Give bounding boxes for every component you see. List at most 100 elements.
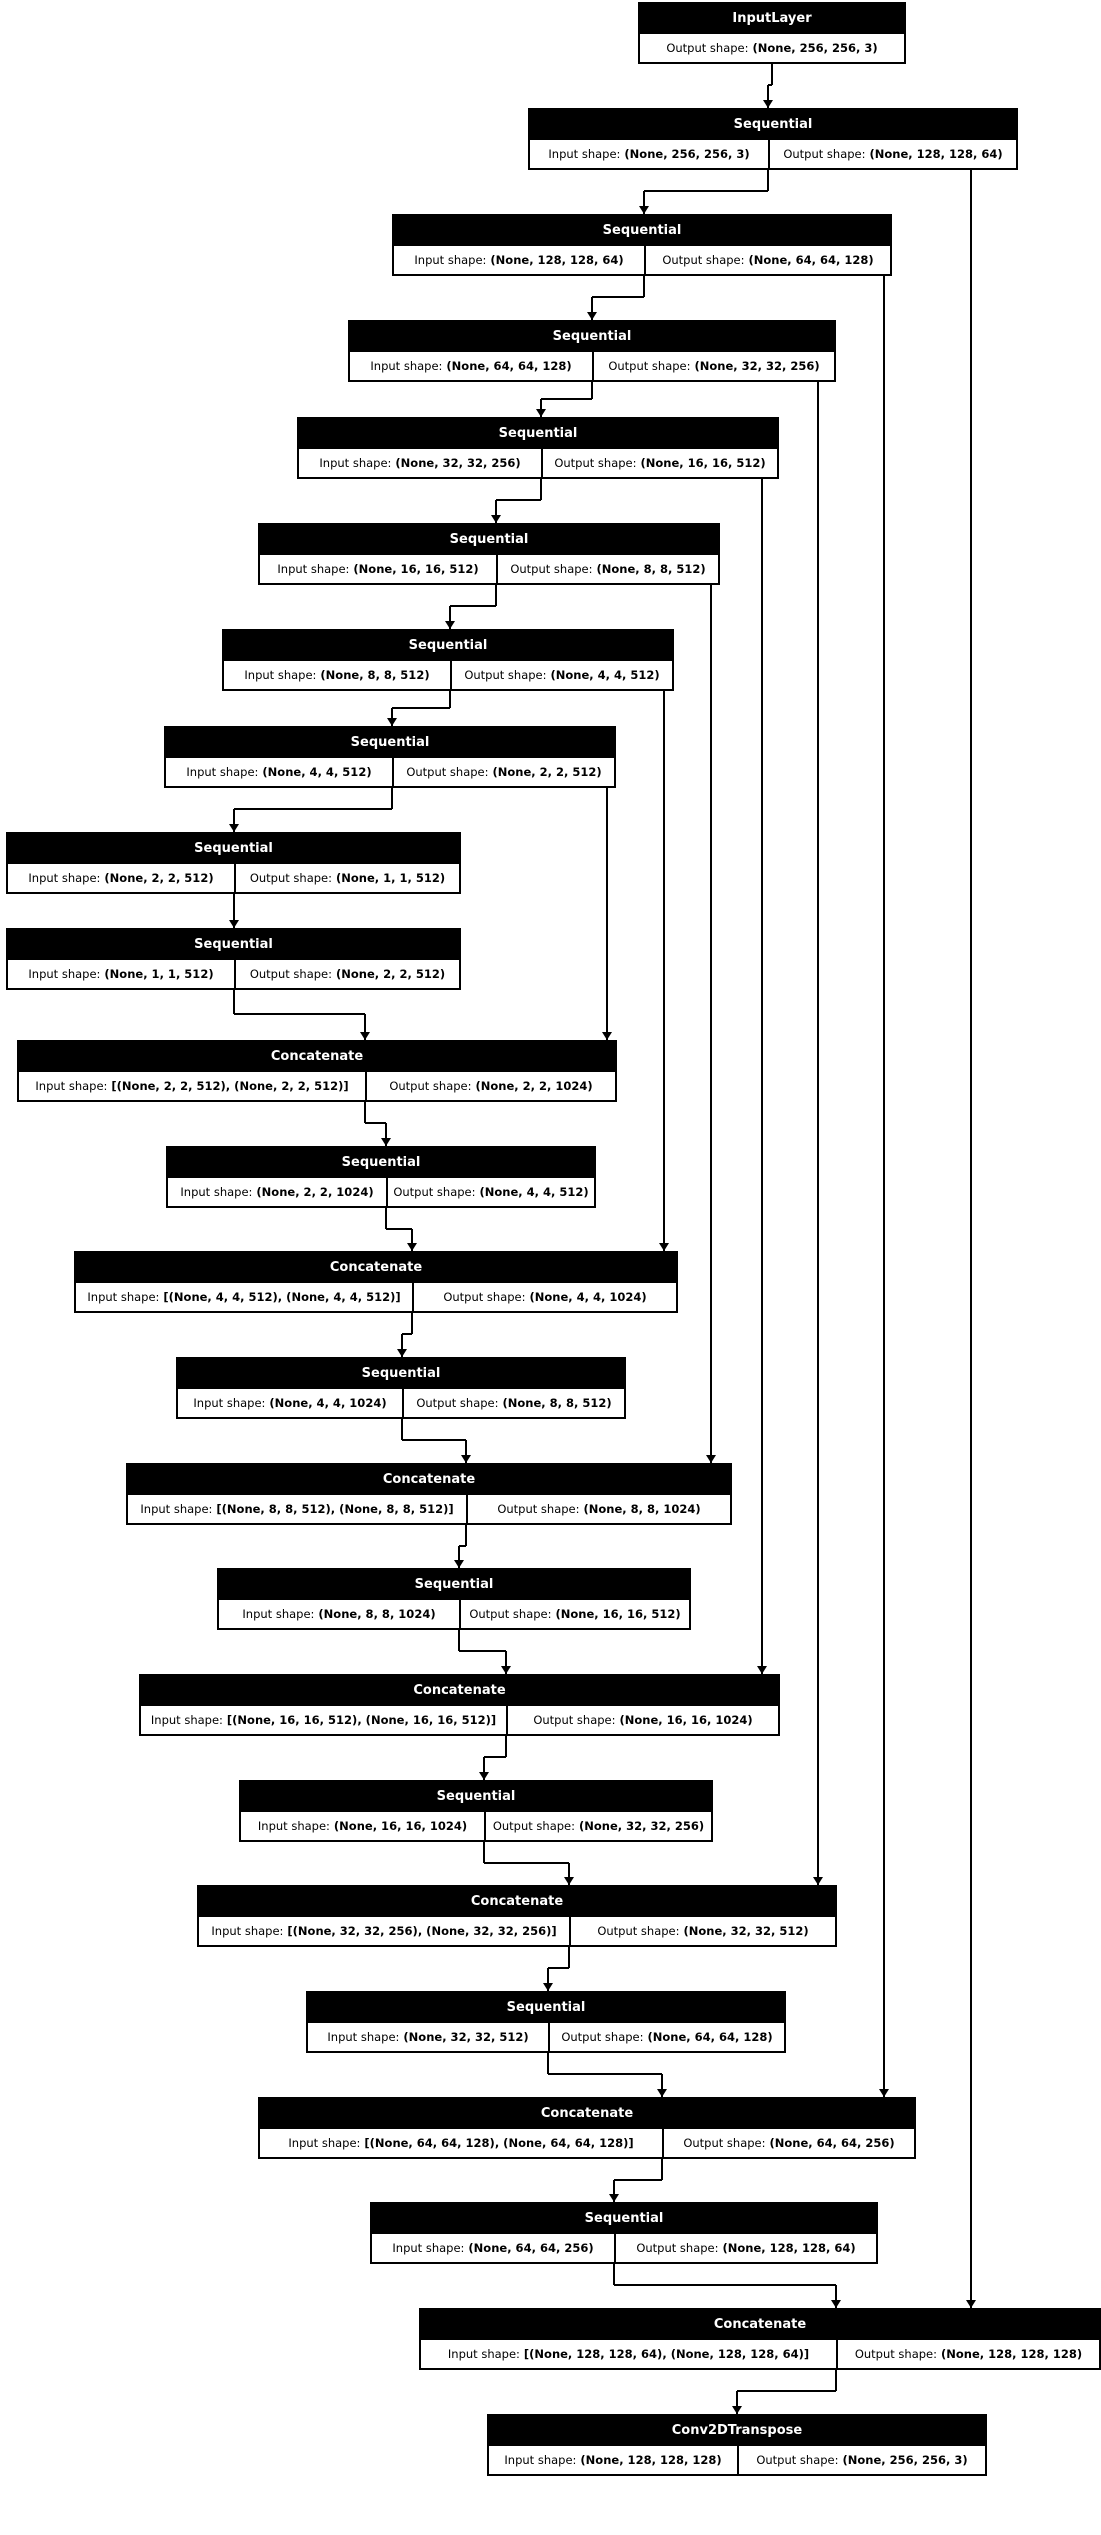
output-shape-cell: Output shape:(None, 64, 64, 256) — [664, 2129, 914, 2157]
input-shape-cell: Input shape:[(None, 32, 32, 256), (None,… — [199, 1917, 571, 1945]
output-shape-value: (None, 64, 64, 256) — [769, 2136, 895, 2150]
arrow-head-icon — [387, 718, 397, 726]
input-shape-value: [(None, 2, 2, 512), (None, 2, 2, 512)] — [111, 1079, 349, 1093]
arrow-head-icon — [229, 824, 239, 832]
output-shape-value: (None, 128, 128, 128) — [941, 2347, 1083, 2361]
arrow-head-icon — [564, 1877, 574, 1885]
output-shape-value: (None, 32, 32, 256) — [579, 1819, 705, 1833]
output-shape-cell: Output shape:(None, 128, 128, 64) — [770, 140, 1016, 168]
layer-node-title: Concatenate — [141, 1676, 778, 1706]
connector-line — [402, 1333, 412, 1335]
layer-node-title: Concatenate — [19, 1042, 615, 1072]
output-shape-cell: Output shape:(None, 64, 64, 128) — [646, 246, 890, 274]
output-shape-cell: Output shape:(None, 16, 16, 512) — [543, 449, 777, 477]
arrow-head-icon — [587, 312, 597, 320]
output-shape-cell: Output shape:(None, 32, 32, 256) — [486, 1812, 711, 1840]
layer-node-title: Sequential — [219, 1570, 689, 1600]
output-shape-label: Output shape: — [561, 2030, 644, 2044]
connector-line — [465, 1440, 467, 1463]
connector-line — [450, 605, 496, 607]
input-shape-label: Input shape: — [28, 967, 101, 981]
output-shape-value: (None, 16, 16, 1024) — [619, 1713, 753, 1727]
input-shape-cell: Input shape:(None, 32, 32, 512) — [308, 2023, 550, 2051]
output-shape-value: (None, 64, 64, 128) — [647, 2030, 773, 2044]
input-shape-value: (None, 32, 32, 512) — [403, 2030, 529, 2044]
connector-line — [385, 1123, 387, 1146]
input-shape-value: [(None, 128, 128, 64), (None, 128, 128, … — [523, 2347, 810, 2361]
connector-line — [568, 1945, 570, 1968]
input-shape-cell: Input shape:(None, 4, 4, 1024) — [178, 1389, 404, 1417]
connector-line — [883, 274, 885, 2097]
output-shape-label: Output shape: — [554, 456, 637, 470]
output-shape-cell: Output shape:(None, 4, 4, 1024) — [414, 1283, 676, 1311]
output-shape-cell: Output shape:(None, 32, 32, 256) — [594, 352, 834, 380]
output-shape-label: Output shape: — [393, 1185, 476, 1199]
connector-line — [737, 2390, 836, 2392]
layer-node-shapes: Input shape:(None, 1, 1, 512)Output shap… — [8, 960, 459, 988]
output-shape-label: Output shape: — [636, 2241, 719, 2255]
output-shape-cell: Output shape:(None, 8, 8, 1024) — [468, 1495, 730, 1523]
input-shape-label: Input shape: — [504, 2453, 577, 2467]
output-shape-value: (None, 64, 64, 128) — [748, 253, 874, 267]
input-shape-value: (None, 16, 16, 512) — [353, 562, 479, 576]
layer-node-title: Sequential — [299, 419, 777, 449]
output-shape-value: (None, 32, 32, 512) — [683, 1924, 809, 1938]
connector-line — [233, 809, 235, 832]
input-shape-cell: Input shape:(None, 16, 16, 1024) — [241, 1812, 486, 1840]
connector-line — [386, 1228, 412, 1230]
connector-line — [234, 1013, 365, 1015]
input-shape-label: Input shape: — [447, 2347, 520, 2361]
input-shape-value: [(None, 16, 16, 512), (None, 16, 16, 512… — [226, 1713, 497, 1727]
connector-line — [643, 274, 645, 297]
connector-line — [365, 1122, 386, 1124]
connector-line — [234, 808, 392, 810]
arrow-head-icon — [706, 1455, 716, 1463]
output-shape-cell: Output shape:(None, 2, 2, 512) — [236, 960, 459, 988]
input-shape-label: Input shape: — [35, 1079, 108, 1093]
layer-node-title: Sequential — [241, 1782, 711, 1812]
connector-line — [568, 1863, 570, 1885]
output-shape-label: Output shape: — [492, 1819, 576, 1833]
input-shape-value: (None, 64, 64, 256) — [468, 2241, 594, 2255]
layer-node-title: Concatenate — [76, 1253, 676, 1283]
output-shape-cell: Output shape:(None, 256, 256, 3) — [739, 2446, 985, 2474]
layer-node-shapes: Input shape:(None, 16, 16, 1024)Output s… — [241, 1812, 711, 1840]
input-shape-label: Input shape: — [257, 1819, 330, 1833]
connector-line — [591, 297, 593, 320]
output-shape-value: (None, 2, 2, 512) — [492, 765, 602, 779]
layer-node-shapes: Input shape:(None, 8, 8, 512)Output shap… — [224, 661, 672, 689]
connector-line — [459, 1545, 466, 1547]
input-shape-label: Input shape: — [150, 1713, 223, 1727]
input-shape-label: Input shape: — [319, 456, 392, 470]
input-shape-cell: Input shape:(None, 32, 32, 256) — [299, 449, 543, 477]
input-shape-label: Input shape: — [242, 1607, 315, 1621]
connector-line — [710, 583, 712, 1463]
layer-node-title: InputLayer — [640, 4, 904, 34]
arrow-head-icon — [609, 2194, 619, 2202]
layer-node-title: Sequential — [530, 110, 1016, 140]
